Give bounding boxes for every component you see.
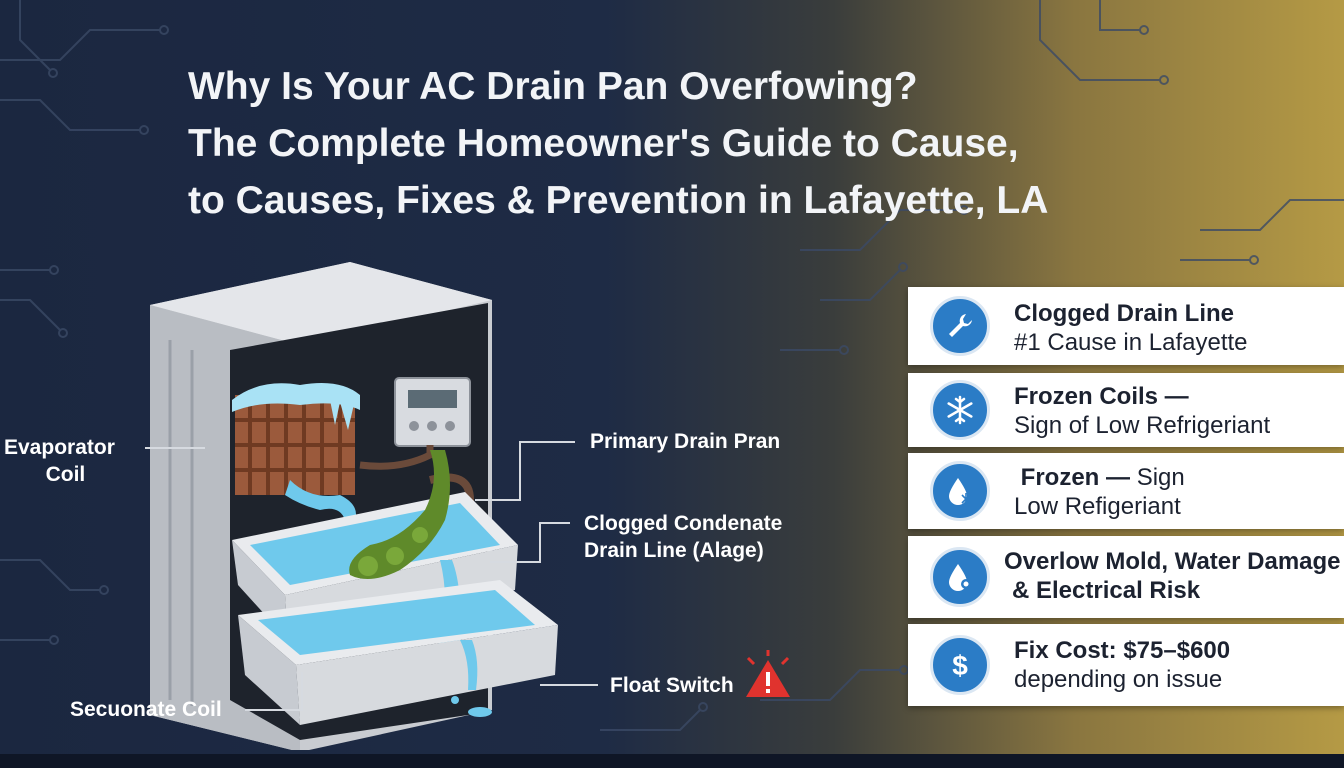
card-subtitle: & Electrical Risk (1012, 577, 1201, 604)
bottom-bar (0, 754, 1344, 768)
callout-secondary-coil: Secuonate Coil (70, 698, 222, 721)
ac-unit-illustration (145, 262, 790, 750)
evaporator-coil (232, 382, 360, 495)
callout-evaporator-coil: Evaporator Coil (4, 436, 115, 486)
water-drop-icon (930, 461, 990, 521)
card-low-refrigerant: Frozen — Sign Low Refigeriant (908, 453, 1344, 529)
card-title: Fix Cost: $75–$600 (1014, 637, 1231, 664)
title-line-2: The Complete Homeowner's Guide to Cause, (188, 122, 1019, 165)
callout-primary-drain-pan: Primary Drain Pran (590, 430, 781, 453)
control-box (394, 377, 471, 447)
card-title: Clogged Drain Line (1014, 300, 1235, 327)
card-title: Frozen Coils — (1014, 383, 1189, 410)
card-title: Frozen — (1020, 464, 1131, 491)
card-subtitle: #1 Cause in Lafayette (1014, 329, 1248, 356)
page-title: Why Is Your AC Drain Pan Overfowing? The… (188, 58, 1288, 229)
card-title: Overlow Mold, Water Damage (1004, 548, 1341, 575)
mold-drop-icon (930, 547, 990, 607)
card-subtitle: Sign of Low Refrigeriant (1014, 412, 1271, 439)
card-clogged-drain-line: Clogged Drain Line #1 Cause in Lafayette (908, 287, 1344, 365)
algae-clog (349, 450, 450, 579)
dollar-icon: $ (930, 635, 990, 695)
wrench-icon (930, 296, 990, 356)
snowflake-icon (930, 380, 990, 440)
warning-icon (746, 650, 790, 697)
card-subtitle: Low Refigeriant (1014, 493, 1181, 520)
card-title-rest: Sign (1136, 464, 1185, 491)
secondary-drain-pan (238, 580, 558, 725)
card-overflow-risk: Overlow Mold, Water Damage & Electrical … (908, 536, 1344, 618)
card-frozen-coils: Frozen Coils — Sign of Low Refrigeriant (908, 373, 1344, 447)
title-line-1: Why Is Your AC Drain Pan Overfowing? (188, 65, 918, 108)
callout-float-switch: Float Switch (610, 674, 734, 697)
card-subtitle: depending on issue (1014, 666, 1223, 693)
card-fix-cost: $ Fix Cost: $75–$600 depending on issue (908, 624, 1344, 706)
title-line-3: to Causes, Fixes & Prevention in Lafayet… (188, 179, 1049, 222)
callout-clogged-drain-line: Clogged Condenate Drain Line (Alage) (584, 512, 783, 562)
svg-text:$: $ (952, 650, 968, 681)
